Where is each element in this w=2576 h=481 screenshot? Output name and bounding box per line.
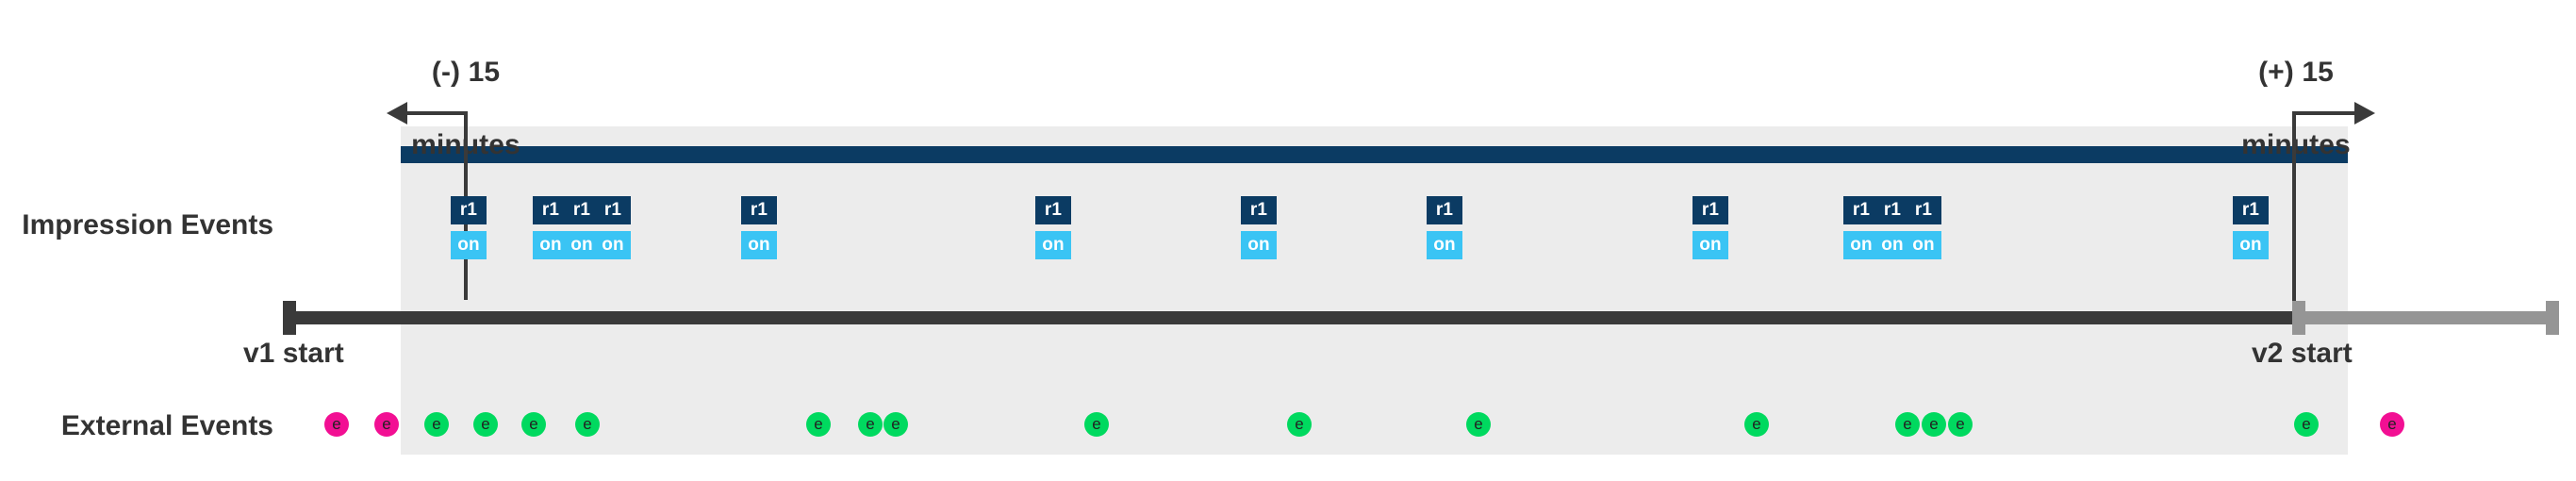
minus-15-arrow-head-icon [387,102,407,124]
impression-event[interactable]: r1 on [451,196,487,259]
impression-state-badge: on [1693,231,1728,259]
impression-rule-badge: r1 [1843,196,1879,224]
impression-event[interactable]: r1 on [1906,196,1941,259]
external-event-dot[interactable]: e [424,412,449,437]
impression-rule-badge: r1 [1874,196,1910,224]
impression-event[interactable]: r1 on [1241,196,1277,259]
impression-event[interactable]: r1 on [533,196,569,259]
impression-state-badge: on [564,231,600,259]
plus-15-minutes-annotation: (+) 15 minutes [2164,19,2428,200]
external-event-dot[interactable]: e [473,412,498,437]
impression-rule-badge: r1 [451,196,487,224]
external-event-dot[interactable]: e [2294,412,2319,437]
external-event-dot[interactable]: e [324,412,349,437]
impression-event[interactable]: r1 on [1843,196,1879,259]
external-event-dot[interactable]: e [858,412,883,437]
impression-event[interactable]: r1 on [741,196,777,259]
impression-state-badge: on [533,231,569,259]
highlight-band [401,126,2348,455]
impression-state-badge: on [741,231,777,259]
external-event-dot[interactable]: e [1948,412,1973,437]
impression-event[interactable]: r1 on [564,196,600,259]
impression-state-badge: on [1427,231,1462,259]
impression-state-badge: on [595,231,631,259]
impression-state-badge: on [451,231,487,259]
impression-state-badge: on [1843,231,1879,259]
external-event-dot[interactable]: e [575,412,600,437]
impression-event[interactable]: r1 on [2233,196,2269,259]
impression-event[interactable]: r1 on [1035,196,1071,259]
external-event-dot[interactable]: e [374,412,399,437]
minus-15-arrow-shaft [405,111,468,115]
plus-15-marker-line [2292,111,2296,317]
impression-rule-badge: r1 [595,196,631,224]
impression-rule-badge: r1 [564,196,600,224]
impression-rule-badge: r1 [1906,196,1941,224]
version-window-bar [401,146,2348,163]
impression-rule-badge: r1 [1693,196,1728,224]
impression-event[interactable]: r1 on [1427,196,1462,259]
impression-rule-badge: r1 [1035,196,1071,224]
plus-15-arrow-head-icon [2354,102,2375,124]
impression-event[interactable]: r1 on [1693,196,1728,259]
impression-event[interactable]: r1 on [1874,196,1910,259]
plus-15-line2: minutes [2164,127,2428,163]
impression-events-row-label: Impression Events [22,209,273,240]
plus-15-arrow-shaft [2294,111,2356,115]
impression-state-badge: on [1241,231,1277,259]
external-event-dot[interactable]: e [1744,412,1769,437]
minus-15-line1: (-) 15 [431,57,501,89]
impression-event[interactable]: r1 on [595,196,631,259]
v1-start-label: v1 start [243,338,344,369]
impression-rule-badge: r1 [533,196,569,224]
external-event-dot[interactable]: e [1084,412,1109,437]
impression-rule-badge: r1 [1427,196,1462,224]
impression-rule-badge: r1 [2233,196,2269,224]
external-event-dot[interactable]: e [806,412,831,437]
v2-timeline-bar [2292,311,2559,324]
v2-end-cap [2546,301,2559,335]
impression-rule-badge: r1 [1241,196,1277,224]
external-event-dot[interactable]: e [1466,412,1491,437]
impression-state-badge: on [1874,231,1910,259]
external-event-dot[interactable]: e [1922,412,1946,437]
impression-rule-badge: r1 [741,196,777,224]
external-event-dot[interactable]: e [521,412,546,437]
external-event-dot[interactable]: e [1287,412,1312,437]
plus-15-line1: (+) 15 [2258,57,2334,89]
external-events-row-label: External Events [60,410,273,441]
external-event-dot[interactable]: e [883,412,908,437]
v1-timeline-bar [283,311,2297,324]
impression-state-badge: on [1035,231,1071,259]
v2-start-label: v2 start [2252,338,2353,369]
external-event-dot[interactable]: e [1895,412,1920,437]
impression-state-badge: on [2233,231,2269,259]
impression-state-badge: on [1906,231,1941,259]
external-event-dot[interactable]: e [2380,412,2404,437]
